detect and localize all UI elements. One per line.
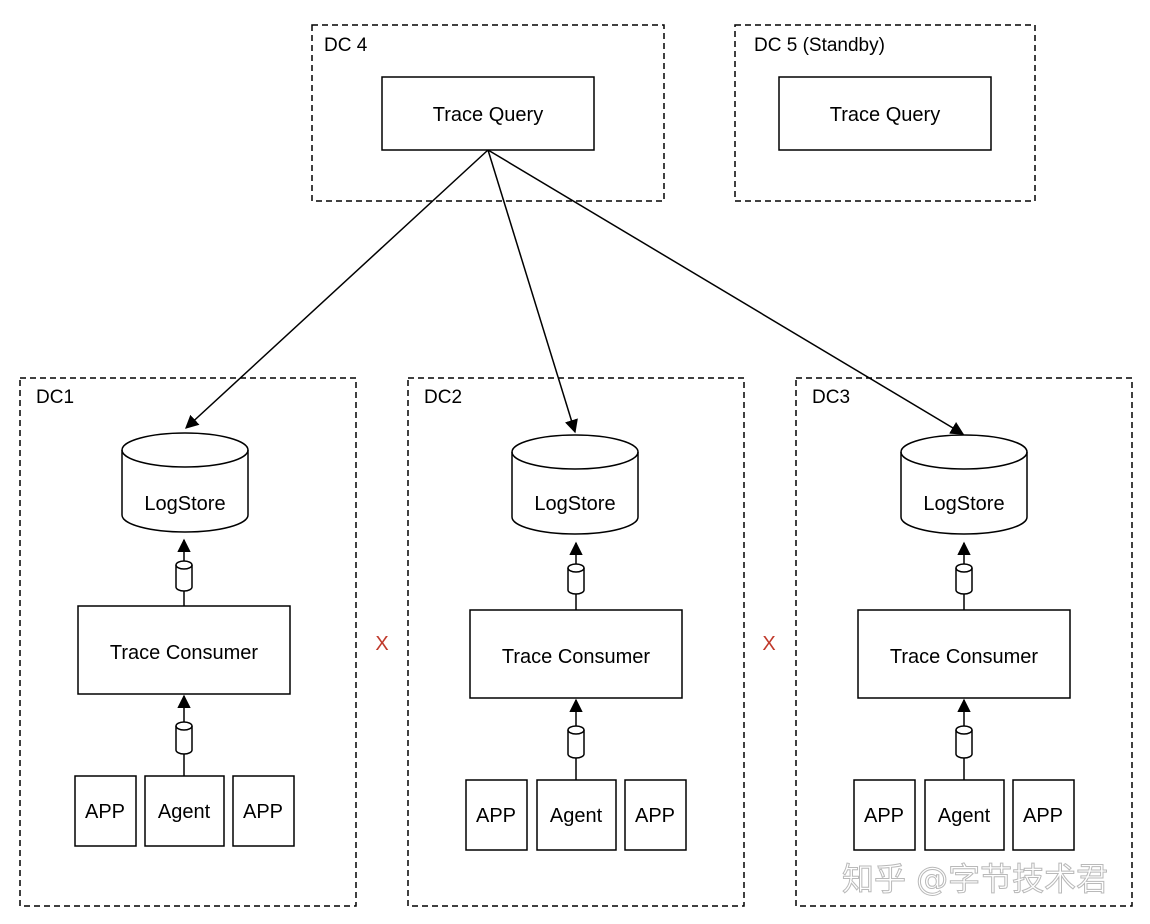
dc1-trace-consumer-box <box>77 605 291 695</box>
dc3-logstore-label: LogStore <box>923 493 1004 515</box>
dc4-label: DC 4 <box>324 35 368 56</box>
dc3-agent-label: Agent <box>938 805 991 827</box>
dc2-app-box-right <box>624 779 687 851</box>
dc3-app-left-label: APP <box>864 805 904 827</box>
dc4-trace-query-label: Trace Query <box>433 104 543 126</box>
dc2-container: DC2 LogStore Trace Consumer APP Agent AP… <box>407 377 745 907</box>
dc2-logstore-cylinder <box>511 434 639 535</box>
dc4-container: DC 4 Trace Query <box>311 24 665 202</box>
separator-x-dc2-dc3: X <box>762 633 775 655</box>
dc3-queue-icon-upper <box>955 563 973 595</box>
dc3-label: DC3 <box>812 387 850 408</box>
watermark: 知乎 @字节技术君 <box>842 860 1108 898</box>
dc3-app-box-right <box>1012 779 1075 851</box>
dc1-logstore-cylinder <box>121 432 249 533</box>
dc2-label: DC2 <box>424 387 462 408</box>
dc2-logstore-label: LogStore <box>534 493 615 515</box>
dc1-app-box-left <box>74 775 137 847</box>
dc3-trace-consumer-label: Trace Consumer <box>890 646 1039 668</box>
dc1-app-box-right <box>232 775 295 847</box>
dc2-app-left-label: APP <box>476 805 516 827</box>
dc3-trace-consumer-box <box>857 609 1071 699</box>
dc1-label: DC1 <box>36 387 74 408</box>
dc1-agent-box <box>144 775 225 847</box>
dc2-queue-icon-upper <box>567 563 585 595</box>
dc3-agent-box <box>924 779 1005 851</box>
dc3-app-box-left <box>853 779 916 851</box>
dc1-logstore-label: LogStore <box>144 493 225 515</box>
dc2-agent-label: Agent <box>550 805 603 827</box>
dc5-container: DC 5 (Standby) Trace Query <box>734 24 1036 202</box>
dc2-trace-consumer-box <box>469 609 683 699</box>
dc3-app-right-label: APP <box>1023 805 1063 827</box>
dc3-queue-icon-lower <box>955 725 973 759</box>
dc1-container: DC1 LogStore Trace Consumer APP Agent AP… <box>19 377 357 907</box>
dc1-trace-consumer-label: Trace Consumer <box>110 642 259 664</box>
dc1-agent-label: Agent <box>158 801 211 823</box>
dc2-trace-consumer-label: Trace Consumer <box>502 646 651 668</box>
dc5-trace-query-label: Trace Query <box>830 104 940 126</box>
dc5-trace-query-box <box>778 76 992 151</box>
dc1-app-left-label: APP <box>85 801 125 823</box>
dc1-queue-icon-lower <box>175 721 193 755</box>
query-arrow-dc1 <box>185 149 489 429</box>
dc2-app-right-label: APP <box>635 805 675 827</box>
separator-x-dc1-dc2: X <box>375 633 388 655</box>
dc3-container: DC3 LogStore Trace Consumer APP Agent AP… <box>795 377 1133 907</box>
dc1-app-right-label: APP <box>243 801 283 823</box>
query-arrow-dc3 <box>487 149 965 435</box>
query-arrow-dc2 <box>487 149 578 434</box>
dc5-label: DC 5 (Standby) <box>754 35 885 56</box>
dc2-agent-box <box>536 779 617 851</box>
dc2-queue-icon-lower <box>567 725 585 759</box>
dc2-app-box-left <box>465 779 528 851</box>
dc1-queue-icon-upper <box>175 560 193 592</box>
dc3-logstore-cylinder <box>900 434 1028 535</box>
